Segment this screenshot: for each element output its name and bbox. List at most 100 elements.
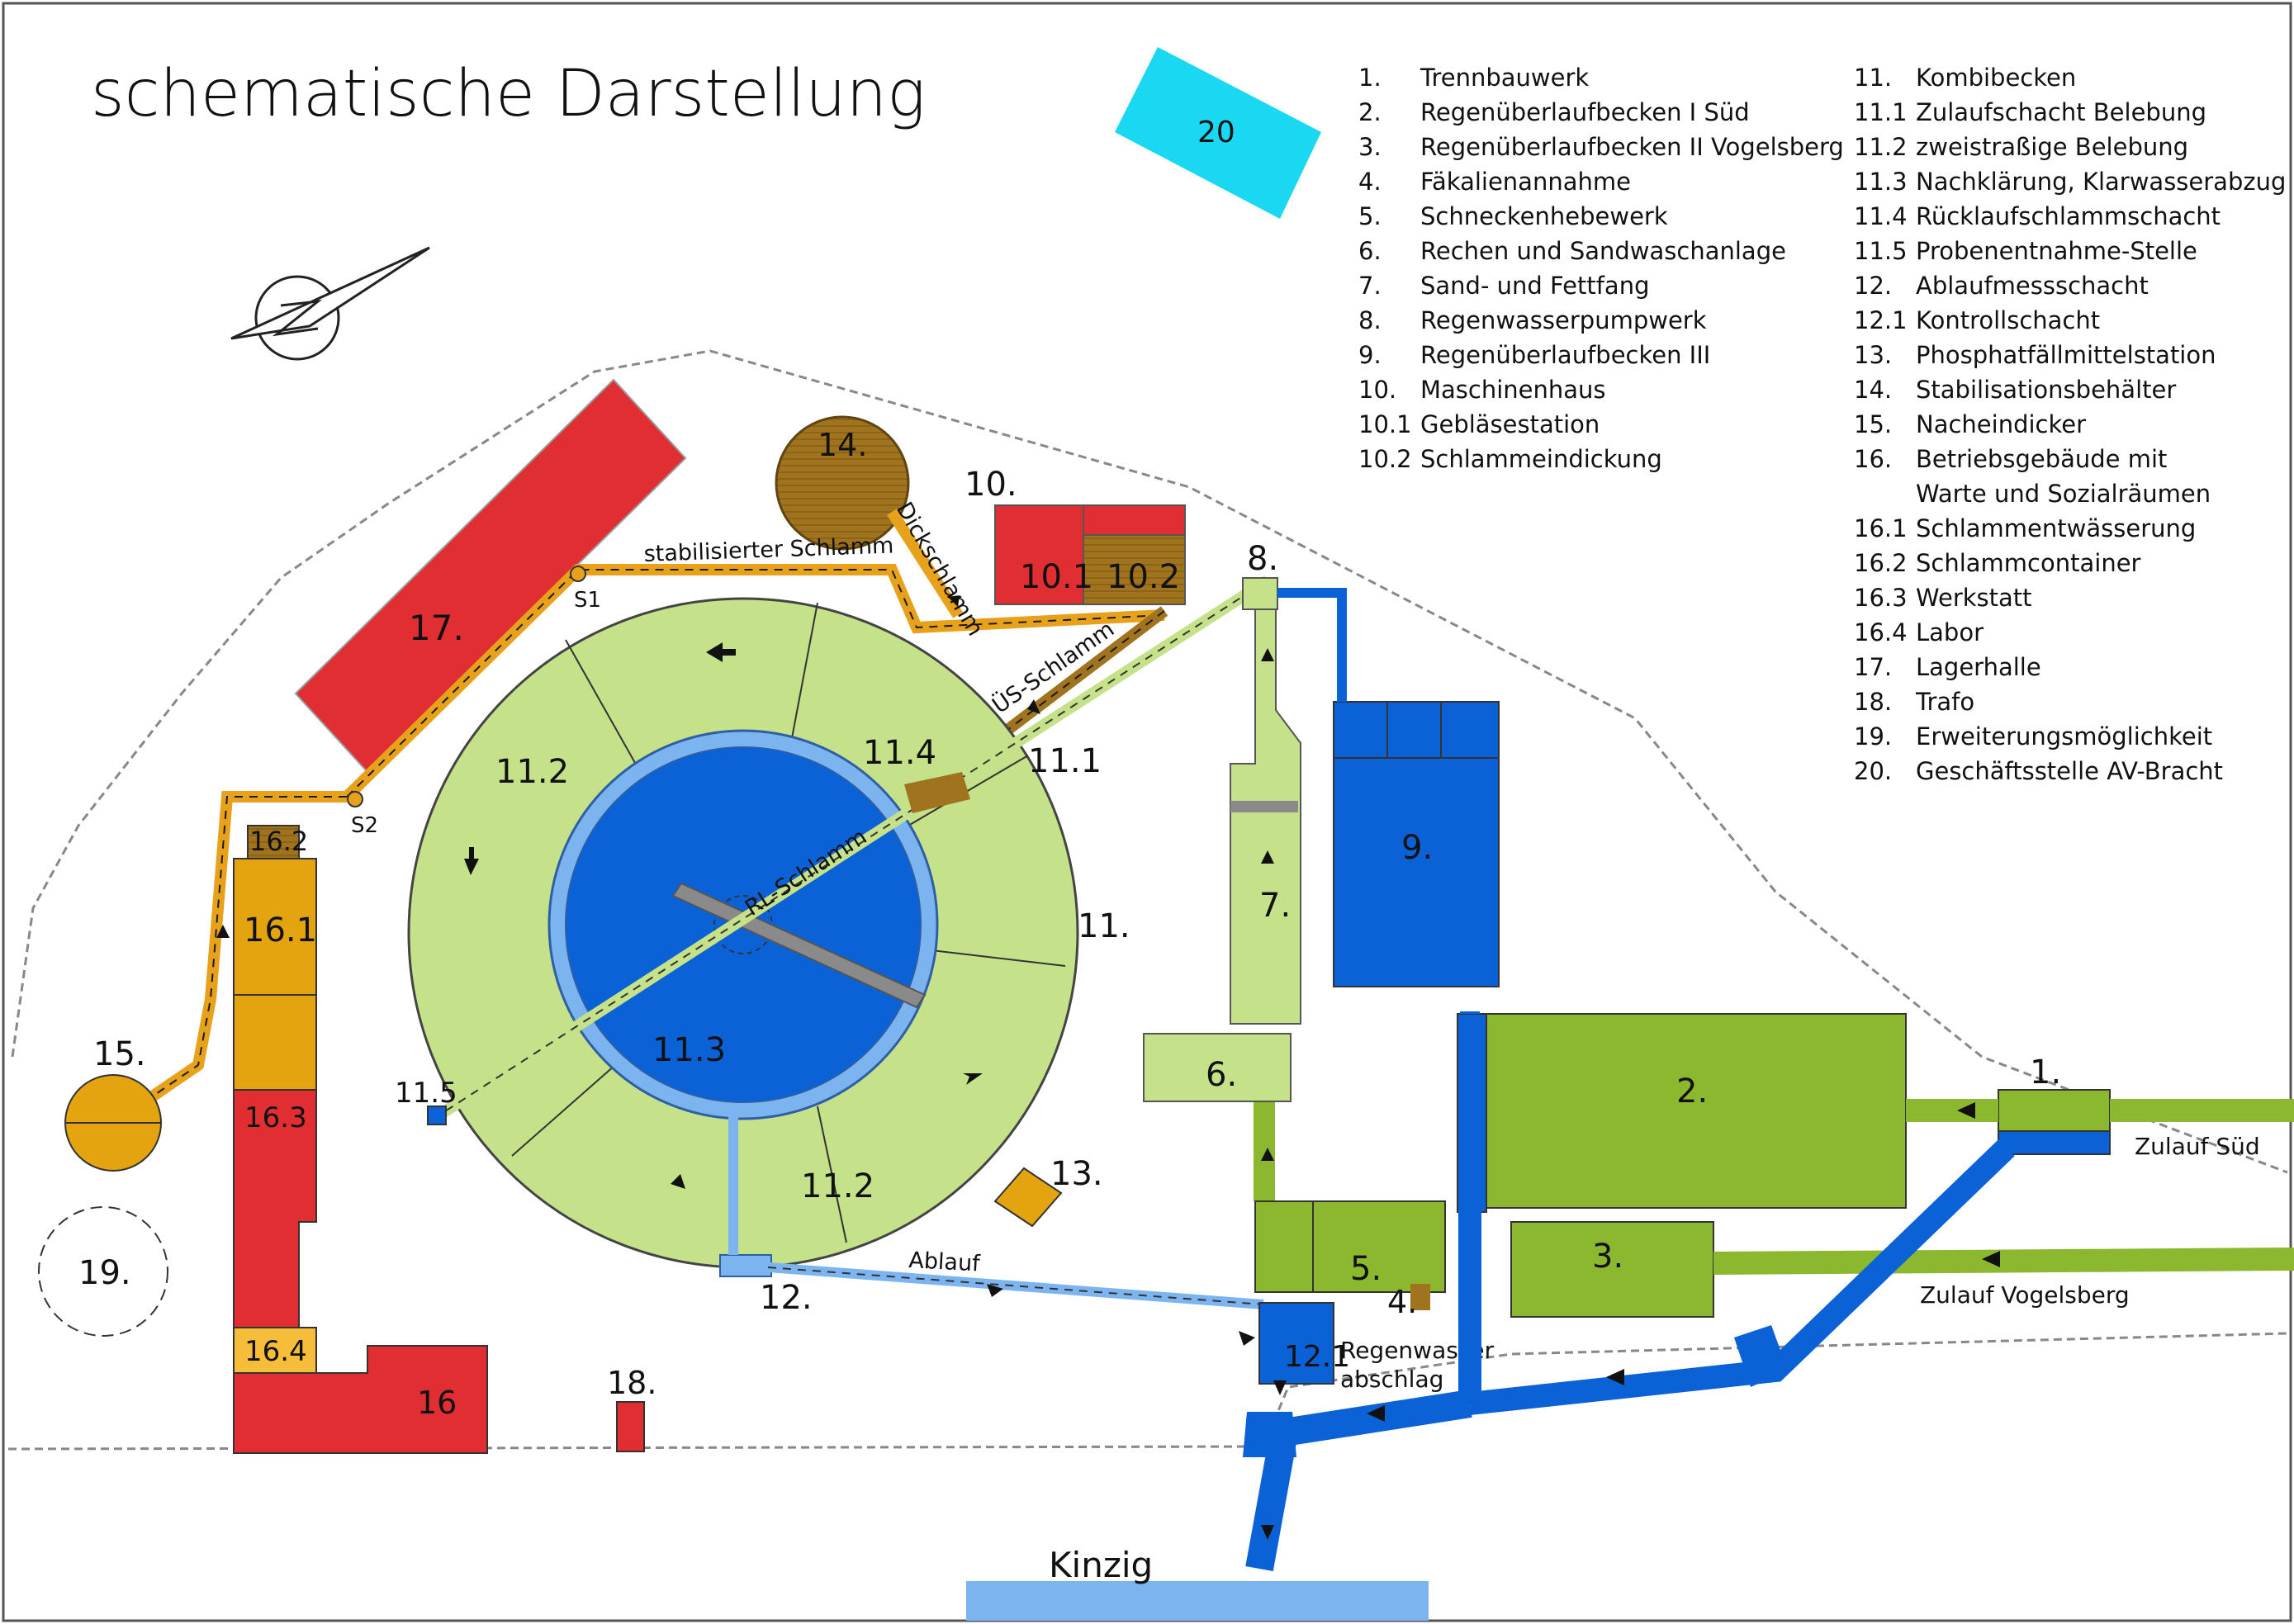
building-9-label: 9. — [1401, 829, 1433, 867]
building-16-1[interactable] — [233, 858, 317, 996]
building-16[interactable] — [233, 1345, 488, 1454]
building-4-label: 4. — [1387, 1284, 1417, 1320]
sampling-point-s2 — [347, 791, 363, 807]
legend-number: 16.1 — [1854, 514, 1908, 542]
building-3[interactable] — [1510, 1221, 1714, 1318]
building-16-3-label: 16.3 — [244, 1101, 307, 1134]
legend-text: zweistraßige Belebung — [1916, 133, 2188, 161]
building-5[interactable] — [1254, 1200, 1446, 1293]
building-16-4[interactable] — [233, 1327, 317, 1374]
building-11-2a-label: 11.2 — [495, 753, 569, 791]
building-5-label: 5. — [1350, 1250, 1382, 1288]
legend-text: Phosphatfällmittelstation — [1916, 341, 2216, 369]
legend-number: 16. — [1854, 445, 1892, 473]
legend-text: Maschinenhaus — [1420, 376, 1606, 404]
legend-number: 11.3 — [1854, 168, 1908, 196]
building-11-4-label: 11.4 — [863, 734, 936, 772]
building-16-label: 16 — [417, 1385, 457, 1421]
building-17[interactable] — [294, 378, 687, 774]
building-1-label: 1. — [2030, 1053, 2061, 1091]
abschlag-label: abschlag — [1340, 1366, 1443, 1393]
legend-text: Labor — [1916, 618, 1984, 646]
legend-text: Probenentnahme-Stelle — [1916, 237, 2197, 265]
building-6-label: 6. — [1206, 1056, 1237, 1094]
building-6[interactable] — [1143, 1033, 1292, 1102]
building-13[interactable] — [993, 1167, 1063, 1228]
legend-number: 8. — [1358, 306, 1382, 334]
ablauf-pipe — [767, 1262, 1264, 1309]
kinzig-river — [966, 1581, 1429, 1621]
building-4[interactable] — [1410, 1284, 1430, 1310]
legend-text: Regenüberlaufbecken I Süd — [1420, 98, 1750, 126]
legend-number: 16.3 — [1854, 584, 1908, 612]
building-11-5[interactable] — [427, 1106, 447, 1125]
building-14-label: 14. — [818, 427, 867, 463]
legend-text: Trennbauwerk — [1420, 64, 1589, 92]
building-18[interactable] — [616, 1401, 645, 1452]
building-9[interactable] — [1333, 701, 1500, 987]
building-18-label: 18. — [607, 1365, 656, 1401]
legend-text: Erweiterungsmöglichkeit — [1916, 722, 2212, 750]
sampling-point-s1 — [570, 566, 586, 582]
building-2[interactable] — [1486, 1013, 1907, 1209]
legend-text: Lagerhalle — [1916, 653, 2041, 681]
pump-shaft — [1734, 1325, 1788, 1387]
legend-text: Zulaufschacht Belebung — [1916, 98, 2206, 126]
legend-text: Kontrollschacht — [1916, 306, 2100, 334]
flow-arrows — [216, 595, 2000, 1540]
building-16-2[interactable] — [247, 825, 300, 859]
legend-number: 16.2 — [1854, 549, 1908, 577]
legend-number: 17. — [1854, 653, 1892, 681]
legend-text: Schlammentwässerung — [1916, 514, 2196, 542]
legend-text: Regenwasserpumpwerk — [1420, 306, 1707, 334]
legend-text: Rücklaufschlammschacht — [1916, 202, 2221, 230]
s2-label: S2 — [351, 813, 378, 838]
building-12-1[interactable] — [1258, 1302, 1334, 1385]
building-7[interactable] — [1230, 608, 1301, 1025]
building-11-5-label: 11.5 — [395, 1077, 457, 1110]
legend-number: 12.1 — [1854, 306, 1908, 334]
legend-number: 9. — [1358, 341, 1382, 369]
outfall-shaft — [1243, 1412, 1296, 1457]
legend-number: 4. — [1358, 168, 1382, 196]
legend-number: 11.2 — [1854, 133, 1908, 161]
zulauf-sued-label: Zulauf Süd — [2135, 1133, 2260, 1160]
building-12-1-label: 12.1 — [1284, 1340, 1350, 1374]
s1-label: S1 — [574, 588, 601, 613]
ablauf-label: Ablauf — [908, 1248, 982, 1277]
legend-text: Regenüberlaufbecken III — [1420, 341, 1710, 369]
building-11-3-label: 11.3 — [652, 1031, 726, 1069]
building-3-label: 3. — [1592, 1238, 1623, 1276]
building-10-2-label: 10.2 — [1107, 558, 1180, 596]
legend-text: Sand- und Fettfang — [1420, 272, 1649, 300]
legend-number: 6. — [1358, 237, 1382, 265]
clarifier-bridge — [671, 882, 927, 1009]
building-16-2-label: 16.2 — [249, 826, 308, 857]
legend-number: 13. — [1854, 341, 1892, 369]
building-14[interactable] — [775, 415, 910, 551]
building-12[interactable] — [719, 1254, 772, 1277]
legend-number: 11.5 — [1854, 237, 1908, 265]
building-10-2[interactable] — [1083, 534, 1186, 605]
legend-text: Schlammcontainer — [1916, 549, 2141, 577]
legend-number: 14. — [1854, 376, 1892, 404]
building-7-label: 7. — [1259, 887, 1291, 925]
building-1[interactable] — [1998, 1089, 2111, 1132]
legend-number: 12. — [1854, 272, 1892, 300]
legend-text: Stabilisationsbehälter — [1916, 376, 2176, 404]
legend-number: 5. — [1358, 202, 1382, 230]
legend-number: 18. — [1854, 688, 1892, 716]
building-16-4-label: 16.4 — [244, 1335, 307, 1368]
legend-number: 10.2 — [1358, 445, 1412, 473]
blue-pipe-8-9 — [1277, 588, 1347, 702]
building-20[interactable] — [1115, 47, 1321, 219]
building-19[interactable] — [38, 1206, 168, 1337]
north-arrow-icon — [230, 246, 430, 361]
legend-number: 2. — [1358, 98, 1382, 126]
building-8[interactable] — [1242, 577, 1278, 610]
building-16-1-label: 16.1 — [244, 911, 317, 949]
legend-text: Werkstatt — [1916, 584, 2032, 612]
building-11-4[interactable] — [904, 772, 970, 813]
legend-number: 15. — [1854, 410, 1892, 438]
